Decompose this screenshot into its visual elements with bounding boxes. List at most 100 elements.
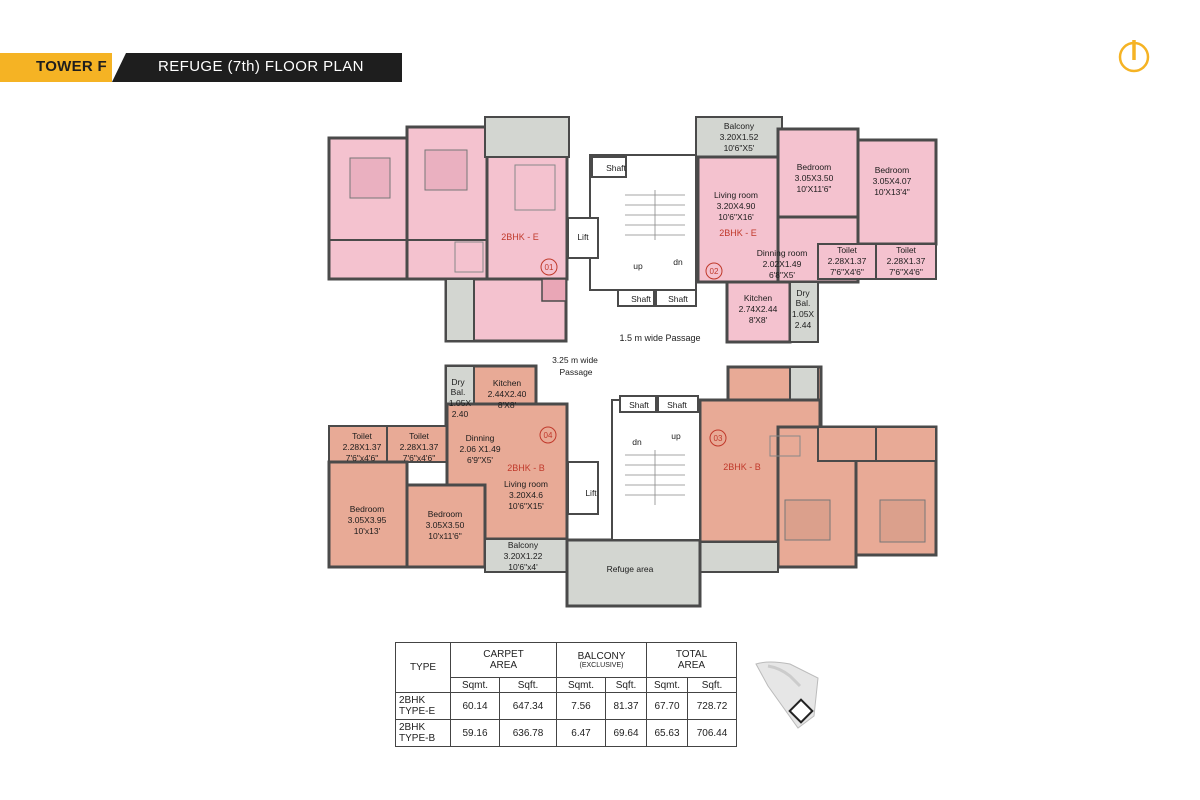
room-label: Bedroom [875,165,910,175]
room-label: Dry [451,377,465,387]
room-label: Dinning [466,433,495,443]
room-label: 7'6"X4'6" [830,267,864,277]
room-label: Dinning room [757,248,808,258]
unit-01-number: 01 [545,263,554,272]
room-label: 2.74X2.44 [739,304,778,314]
core-labels: Shaft Lift up dn Shaft Shaft 1.5 m wide … [552,163,700,574]
refuge-label: Refuge area [607,564,654,574]
unit-02-number: 02 [710,267,719,276]
unit-02 [695,116,938,344]
unit-header: Sqft. [687,677,737,693]
room-label: Balcony [724,121,755,131]
room-label: 3.05X3.50 [795,173,834,183]
header-type: TYPE [395,642,451,693]
room-label: Toilet [352,431,372,441]
north-compass-icon [1118,40,1150,73]
stair-down-label: dn [673,257,683,267]
unit-03-badge [709,429,727,447]
room-label: 10'6"X16' [718,212,754,222]
header-carpet: CARPET [483,649,524,660]
room-label: 3.05X3.50 [426,520,465,530]
unit-01-badge [540,258,558,276]
service-core [565,154,702,608]
room-label: 3.20X4.6 [509,490,543,500]
unit-04-type: 2BHK - B [507,463,545,473]
stair-down-label: dn [632,437,642,447]
header-carpet: AREA [489,660,518,671]
room-label: Toilet [409,431,429,441]
room-label: Bedroom [428,509,463,519]
room-label: Toilet [896,245,916,255]
room-label: Bedroom [797,162,832,172]
unit-03-type: 2BHK - B [723,462,761,472]
unit-03-number: 03 [714,434,723,443]
shaft-label: Shaft [668,294,688,304]
room-label: 1.05X [792,309,815,319]
unit-01 [327,116,570,343]
room-label: 10'6"X5' [724,143,755,153]
shaft-label: Shaft [667,400,687,410]
room-label: Balcony [508,540,539,550]
room-label: Kitchen [493,378,522,388]
room-label: Bal. [451,387,466,397]
room-label: Living room [714,190,758,200]
room-label: 1.05X [449,398,472,408]
header-total: AREA [677,660,706,671]
room-label: 2.44X2.40 [488,389,527,399]
header-balcony: BALCONY [577,651,626,662]
page-title: REFUGE (7th) FLOOR PLAN [158,58,364,75]
room-label: Kitchen [744,293,773,303]
unit-02-type: 2BHK - E [719,228,757,238]
shaft-label: Shaft [629,400,649,410]
unit-header: Sqmt. [646,677,688,693]
room-label: 10'6"X15' [508,501,544,511]
room-label: 3.20X4.90 [717,201,756,211]
tower-label: TOWER F [36,58,107,75]
room-label: 10'x13' [354,526,381,536]
unit-header: Sqft. [499,677,557,693]
room-label: 2.28X1.37 [828,256,867,266]
room-label: 2.28X1.37 [343,442,382,452]
header-total: TOTAL [675,649,708,660]
site-key-plan-icon [755,661,819,729]
room-label: 7'6"x4'6" [403,453,435,463]
passage-label: 1.5 m wide Passage [619,333,700,343]
unit-04 [327,364,569,573]
shaft-label: Shaft [606,163,626,173]
room-label: 2.40 [452,409,469,419]
room-label: Living room [504,479,548,489]
room-label: 7'6"X4'6" [889,267,923,277]
passage-wide-label: 3.25 m wide [552,355,598,365]
header-balcony: (EXCLUSIVE) [579,662,624,669]
lift-label: Lift [585,488,597,498]
room-label: Bal. [796,298,811,308]
unit-header: Sqmt. [450,677,500,693]
room-label: 6'8"X5' [769,270,795,280]
stair-up-label: up [671,431,681,441]
unit-01-type: 2BHK - E [501,232,539,242]
room-label: 2.06 X1.49 [459,444,500,454]
unit-02-room-labels: Balcony 3.20X1.52 10'6"X5' Bedroom 3.05X… [714,121,926,330]
room-label: 2.44 [795,320,812,330]
room-label: 2.28X1.37 [400,442,439,452]
room-label: 3.20X1.52 [720,132,759,142]
room-label: 10'x11'6" [428,531,462,541]
passage-wide-label: Passage [559,367,592,377]
room-label: 10'6"x4' [508,562,538,572]
room-label: 8'X8' [498,400,517,410]
room-label: 8'X8' [749,315,768,325]
stair-up-label: up [633,261,643,271]
room-label: Toilet [837,245,857,255]
unit-04-badge [539,426,557,444]
unit-04-room-labels: Dry Bal. 1.05X 2.40 Kitchen 2.44X2.40 8'… [343,377,548,572]
lift-label: Lift [577,232,589,242]
room-label: 6'9"X5' [467,455,493,465]
title-bar [112,53,402,82]
unit-04-number: 04 [544,431,553,440]
room-label: Dry [796,288,810,298]
room-label: 2.28X1.37 [887,256,926,266]
unit-header: Sqmt. [556,677,606,693]
